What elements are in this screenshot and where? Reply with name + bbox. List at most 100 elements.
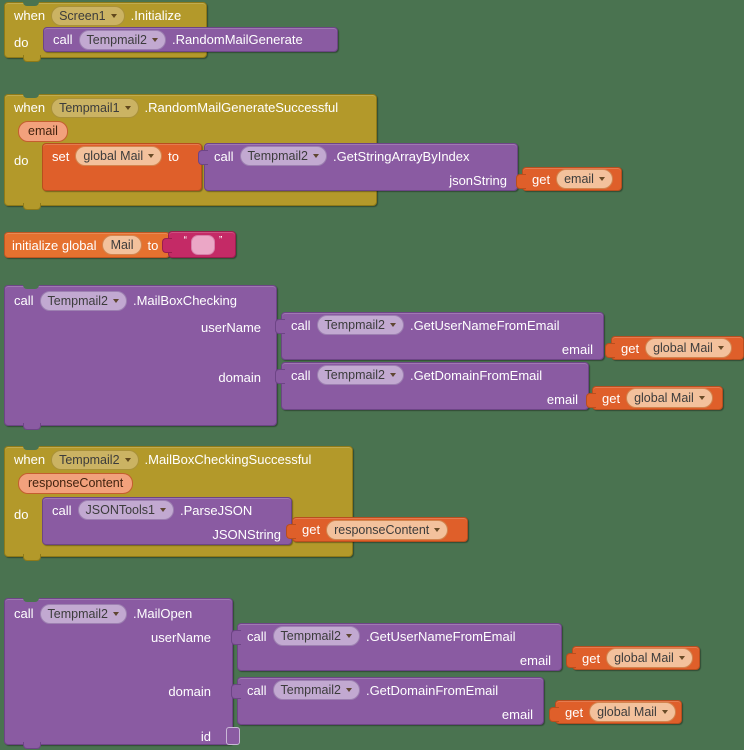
get-global-mail-block[interactable]: get global Mail: [566, 646, 700, 670]
get-responsecontent-block[interactable]: get responseContent: [286, 517, 469, 542]
method-label: .ParseJSON: [180, 502, 253, 518]
connector-tab: [23, 55, 41, 62]
component-dropdown[interactable]: Tempmail2: [239, 146, 327, 166]
get-global-mail-block[interactable]: get global Mail: [586, 386, 724, 410]
component-dropdown[interactable]: Tempmail2: [78, 29, 166, 50]
component-dropdown[interactable]: Tempmail2: [39, 290, 127, 311]
component-dropdown-label: Tempmail2: [47, 606, 108, 621]
block-header-row: get global Mail: [556, 701, 683, 723]
call-randommailgenerate-block[interactable]: call Tempmail2 .RandomMailGenerate: [43, 27, 338, 52]
block-header-row: call Tempmail2 .GetUserNameFromEmail: [238, 624, 563, 648]
component-dropdown-label: Tempmail2: [247, 149, 308, 163]
variable-dropdown-label: global Mail: [614, 651, 674, 665]
block-header-row: call Tempmail2 .GetUserNameFromEmail: [282, 313, 605, 337]
connector-tab: [23, 203, 41, 210]
component-dropdown-label: Tempmail2: [47, 293, 108, 308]
variable-name-field[interactable]: Mail: [101, 235, 143, 255]
variable-dropdown[interactable]: global Mail: [645, 338, 732, 358]
empty-text-input[interactable]: [191, 234, 215, 255]
variable-dropdown-label: responseContent: [334, 522, 430, 537]
arg-domain-label: domain: [168, 683, 211, 699]
dropdown-caret-icon: [661, 710, 668, 714]
arg-row: userName: [121, 626, 223, 648]
method-label: .GetDomainFromEmail: [365, 682, 499, 698]
block-header-row: call Tempmail2 .GetStringArrayByIndex: [205, 144, 519, 168]
component-dropdown[interactable]: Tempmail2: [272, 680, 360, 700]
when-label: when: [14, 452, 46, 467]
call-mailopen-block[interactable]: call Tempmail2 .MailOpen userName domain…: [4, 598, 240, 749]
component-dropdown[interactable]: Tempmail2: [316, 365, 404, 385]
variable-dropdown-label: global Mail: [653, 341, 713, 355]
component-dropdown[interactable]: Tempmail2: [51, 449, 139, 470]
variable-dropdown-label: global Mail: [597, 705, 657, 719]
do-slot-label: do: [5, 31, 45, 53]
when-label: when: [14, 100, 46, 115]
call-label: call: [14, 606, 34, 621]
call-label: call: [14, 293, 34, 308]
call-getusernamefromemail-block[interactable]: call Tempmail2 .GetUserNameFromEmail ema…: [275, 312, 605, 360]
call-getdomainfromemail-block[interactable]: call Tempmail2 .GetDomainFromEmail email: [231, 677, 545, 726]
initialize-global-block[interactable]: initialize global Mail to: [4, 232, 170, 258]
get-global-mail-block[interactable]: get global Mail: [605, 336, 744, 360]
get-label: get: [621, 340, 640, 356]
call-getstringarraybyindex-block[interactable]: call Tempmail2 .GetStringArrayByIndex js…: [198, 143, 519, 192]
arg-label: JSONString: [212, 526, 281, 542]
block-header-row: get email: [523, 168, 623, 190]
get-global-mail-block[interactable]: get global Mail: [549, 700, 683, 724]
method-label: .GetDomainFromEmail: [409, 367, 543, 383]
arg-row: jsonString: [205, 168, 519, 192]
block-header-row: when Tempmail1 .RandomMailGenerateSucces…: [5, 95, 378, 120]
component-dropdown-label: Tempmail2: [324, 318, 385, 332]
dropdown-caret-icon: [678, 656, 685, 660]
component-dropdown[interactable]: Tempmail1: [51, 97, 139, 118]
variable-dropdown[interactable]: global Mail: [626, 388, 713, 408]
call-getusernamefromemail-block[interactable]: call Tempmail2 .GetUserNameFromEmail ema…: [231, 623, 563, 672]
block-header-row: set global Mail to: [43, 144, 203, 168]
connector-notch: [23, 598, 39, 602]
get-label: get: [582, 650, 601, 666]
component-dropdown[interactable]: Screen1: [51, 5, 125, 26]
call-label: call: [52, 502, 72, 518]
event-param-pill[interactable]: email: [18, 121, 68, 142]
arg-row: email: [238, 648, 563, 672]
component-dropdown[interactable]: Tempmail2: [272, 626, 360, 646]
arg-email-label: email: [501, 706, 533, 722]
call-getdomainfromemail-block[interactable]: call Tempmail2 .GetDomainFromEmail email: [275, 362, 589, 410]
variable-dropdown-label: global Mail: [634, 391, 694, 405]
block-header-row: call Tempmail2 .MailOpen: [5, 601, 234, 626]
dropdown-caret-icon: [698, 396, 705, 400]
arg-row: email: [238, 702, 545, 726]
connector-notch: [23, 285, 39, 289]
dropdown-caret-icon: [717, 346, 724, 350]
component-dropdown[interactable]: JSONTools1: [77, 500, 174, 520]
variable-dropdown[interactable]: global Mail: [606, 648, 693, 668]
do-label: do: [14, 506, 29, 522]
get-email-block[interactable]: get email: [516, 167, 623, 191]
close-quote-label: ”: [219, 235, 223, 246]
component-dropdown[interactable]: Tempmail2: [316, 315, 404, 335]
variable-dropdown[interactable]: responseContent: [326, 519, 449, 540]
event-param-pill[interactable]: responseContent: [18, 473, 134, 494]
dropdown-caret-icon: [345, 634, 352, 638]
set-label: set: [52, 148, 70, 164]
set-global-mail-block[interactable]: set global Mail to: [42, 143, 202, 191]
block-header-row: get global Mail: [593, 387, 724, 409]
get-label: get: [565, 704, 584, 720]
group-randommailgenerate-successful: when Tempmail1 .RandomMailGenerateSucces…: [4, 94, 644, 212]
variable-dropdown[interactable]: global Mail: [589, 702, 676, 722]
dropdown-caret-icon: [110, 13, 117, 18]
block-header-row: call Tempmail2 .RandomMailGenerate: [44, 28, 339, 51]
variable-dropdown[interactable]: email: [556, 169, 613, 189]
empty-string-block[interactable]: “ ”: [162, 231, 236, 258]
group-mailboxchecking-successful: when Tempmail2 .MailBoxCheckingSuccessfu…: [4, 446, 484, 564]
event-label: .Initialize: [130, 8, 182, 23]
group-mailboxchecking-call: call Tempmail2 .MailBoxChecking userName…: [4, 285, 744, 435]
when-label: when: [14, 8, 46, 23]
component-dropdown[interactable]: Tempmail2: [39, 603, 127, 624]
block-header-row: get responseContent: [293, 518, 469, 541]
block-header-row: call Tempmail2 .MailBoxChecking: [5, 288, 278, 313]
call-mailboxchecking-block[interactable]: call Tempmail2 .MailBoxChecking userName…: [4, 285, 278, 430]
call-parsejson-block[interactable]: call JSONTools1 .ParseJSON JSONString: [42, 497, 292, 545]
variable-dropdown[interactable]: global Mail: [75, 146, 163, 166]
